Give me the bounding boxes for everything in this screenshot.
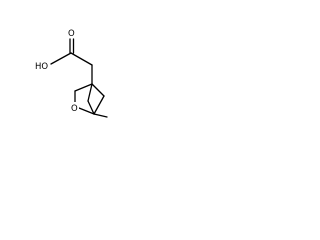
bond-methyl [93, 113, 108, 118]
hydroxyl-label: HO [35, 62, 48, 72]
ring-oxygen-label-background [70, 102, 79, 112]
bond-bridgehead-to-left-c [74, 83, 93, 92]
bond-carbonyl-c-to-ch2 [70, 52, 93, 66]
bond-bridgehead-to-right-c [91, 83, 105, 97]
bond-bridgehead-to-middle-c [87, 83, 93, 102]
bond-right-c-to-lower-bridgehead [93, 95, 105, 115]
ring-oxygen-label: O [71, 104, 78, 114]
structure-canvas: HO O O [0, 0, 152, 152]
molecule-drawing: HO O O [35, 29, 108, 118]
bond-middle-c-to-lower-bridgehead [87, 100, 95, 115]
bond-carbonyl-c-to-hydroxyl [50, 52, 72, 65]
bond-ring-oxygen-to-lower-bridgehead [78, 107, 95, 115]
carbonyl-oxygen-label: O [68, 29, 75, 39]
